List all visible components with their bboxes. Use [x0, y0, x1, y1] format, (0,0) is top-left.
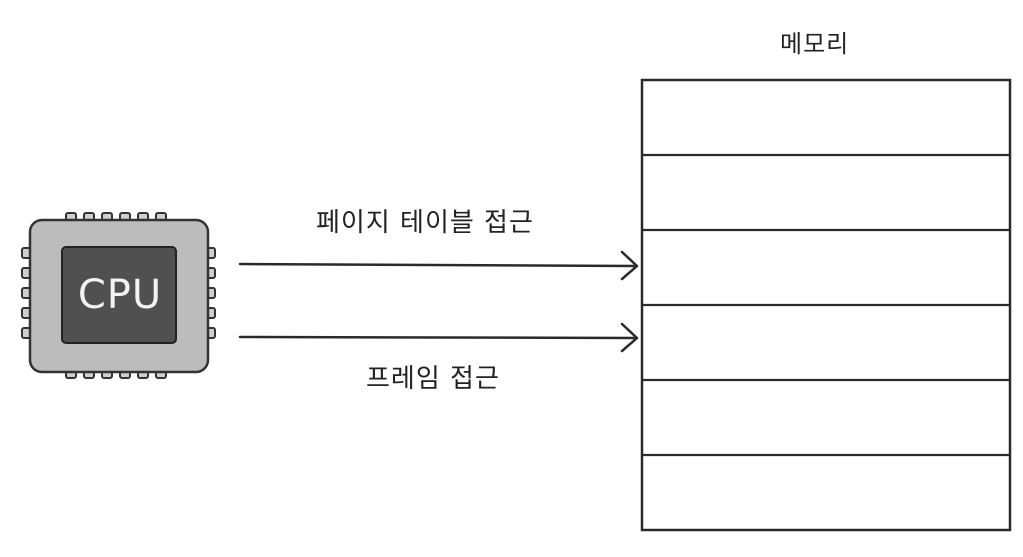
- cpu-label: CPU: [77, 272, 163, 318]
- frame-access-label: 프레임 접근: [366, 364, 500, 394]
- frame-access-arrow: [238, 322, 639, 353]
- page-table-arrow: [238, 250, 639, 281]
- memory-dividers: [642, 153, 1010, 457]
- cpu-chip-icon: [21, 212, 216, 379]
- memory-title: 메모리: [780, 30, 850, 58]
- page-table-access-label: 페이지 테이블 접근: [316, 208, 534, 238]
